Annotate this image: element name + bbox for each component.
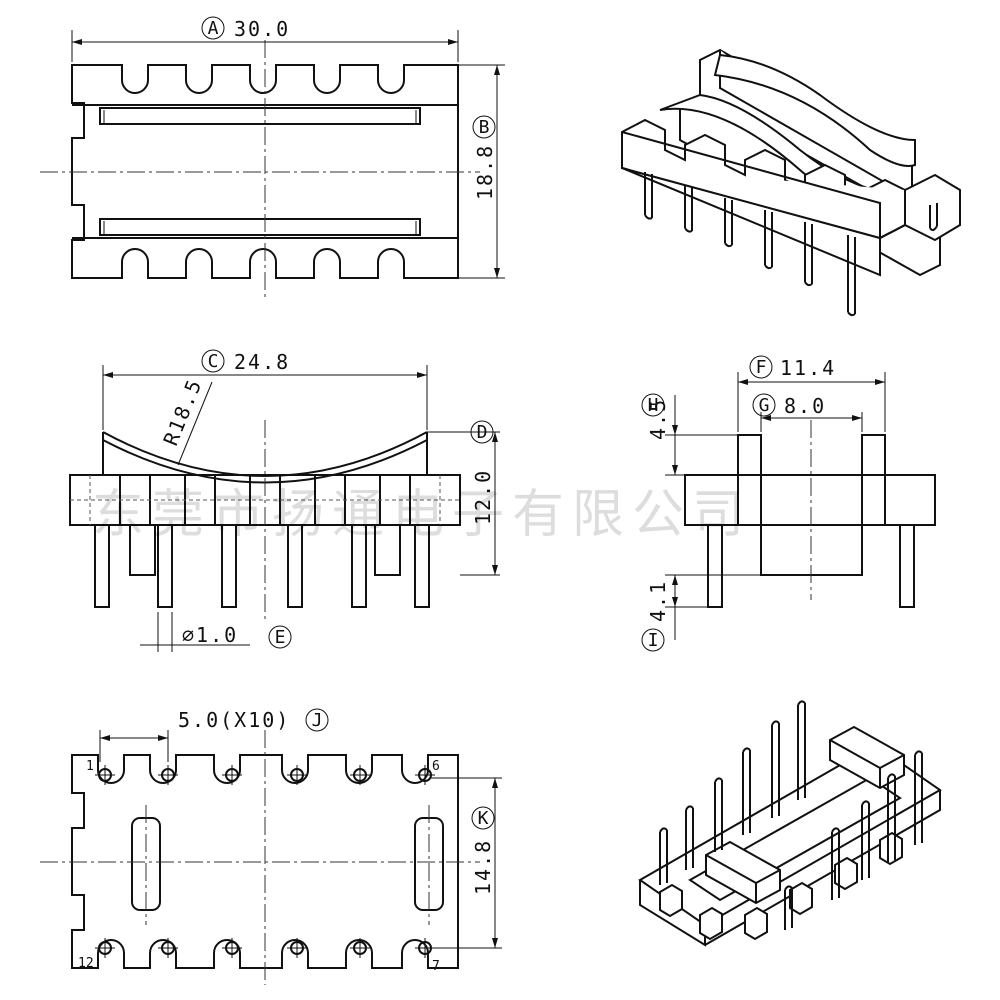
dim-k-marker	[471, 806, 495, 830]
side-view: F 11.4 G 8.0 H 4.5 4.1 I	[641, 355, 936, 652]
dim-c-marker	[201, 349, 225, 373]
dim-h-value: 4.5	[646, 398, 670, 440]
dim-i-marker	[641, 628, 665, 652]
dim-c-letter: C	[208, 351, 219, 372]
isometric-view-bottom	[638, 700, 942, 947]
pin-label-1: 1	[86, 759, 94, 774]
dim-d-value: 12.0	[471, 469, 495, 525]
dim-e-letter: E	[275, 627, 286, 648]
dim-g-marker	[752, 393, 776, 417]
dim-h-marker	[641, 393, 665, 417]
dim-h-letter: H	[648, 395, 659, 416]
dim-a-letter: A	[208, 18, 219, 39]
dim-b-marker	[472, 115, 496, 139]
top-view: A 30.0 B 18.8	[40, 16, 505, 300]
pin-label-7: 7	[432, 959, 440, 974]
watermark: 东莞市扬通电子有限公司	[92, 485, 752, 545]
bottom-view: 1 6 7 12 5.0(X10) J K 14.8	[40, 708, 502, 985]
dim-f-marker	[749, 355, 773, 379]
dim-f-value: 11.4	[780, 356, 836, 380]
dim-e-marker	[268, 625, 292, 649]
dim-j-value: 5.0(X10)	[178, 708, 290, 732]
dim-j-marker	[305, 708, 329, 732]
dim-d-marker	[470, 420, 494, 444]
dim-a-marker	[201, 16, 225, 40]
dim-g-value: 8.0	[784, 394, 826, 418]
dim-k-value: 14.8	[471, 839, 495, 895]
dim-a-value: 30.0	[234, 17, 290, 41]
isometric-view-top	[621, 48, 961, 317]
dim-c-value: 24.8	[234, 350, 290, 374]
dim-b-value: 18.8	[473, 144, 497, 200]
dim-i-value: 4.1	[646, 580, 670, 622]
dim-f-letter: F	[756, 357, 767, 378]
dim-b-letter: B	[479, 117, 490, 138]
dim-k-letter: K	[478, 808, 489, 829]
pin-label-6: 6	[432, 759, 440, 774]
dim-g-letter: G	[759, 395, 770, 416]
dim-e-value: ⌀1.0	[182, 623, 238, 647]
dim-j-letter: J	[312, 710, 323, 731]
dim-i-letter: I	[648, 630, 659, 651]
dim-d-letter: D	[477, 422, 488, 443]
pin-label-12: 12	[78, 956, 94, 971]
